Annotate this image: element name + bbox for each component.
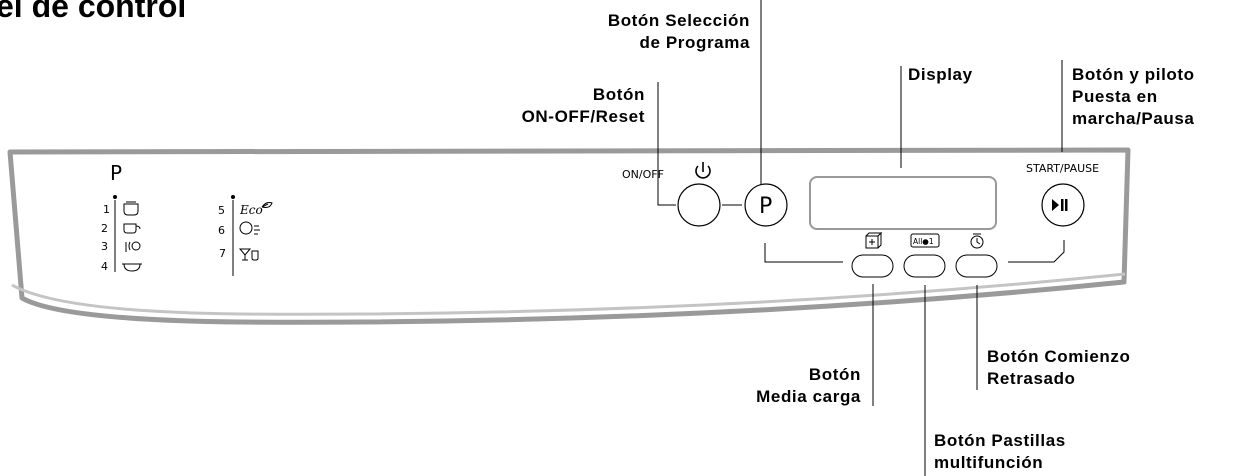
callout-line: Display [908,65,973,84]
program-button[interactable] [744,183,788,227]
multi-tablet-icon-text: All●1 [913,237,934,246]
half-load-button[interactable] [851,254,894,278]
callout-start-pause: Botón y piloto Puesta en marcha/Pausa [1072,64,1195,130]
leader-lines [657,0,1065,476]
multi-tablet-icon: All●1 [910,233,940,248]
program-number: 1 [103,203,110,216]
pot-icon [123,201,139,216]
onoff-label: ON/OFF [622,168,664,181]
display-window [809,176,997,230]
program-button-letter: P [759,194,772,219]
program-number: 5 [218,204,225,217]
cocktail-glass-icon [238,248,259,261]
play-pause-icon [1052,199,1068,211]
delay-clock-icon [970,233,984,249]
panel-inner-edge [11,272,1126,316]
program-led-right [231,195,235,199]
callout-display: Display [908,64,973,86]
program-icons-left [122,201,142,272]
callout-line: Botón y piloto [1072,65,1195,84]
callout-line: Botón [592,85,645,104]
program-number: 2 [101,222,108,235]
program-number: 4 [101,260,108,273]
bracket-right [1008,240,1065,263]
callout-line: ON-OFF/Reset [521,107,645,126]
start-pause-label: START/PAUSE [1026,162,1099,175]
callout-half-load: Botón Media carga [756,364,861,408]
program-letter: P [110,161,122,185]
callout-line: marcha/Pausa [1072,109,1195,128]
leader-onoff [657,82,676,206]
leaf-icon [261,202,273,208]
glass-plate-icon [125,241,141,252]
panel-heading: el de control [0,0,187,24]
program-icons-right [238,202,273,261]
power-icon [695,162,711,179]
callout-line: de Programa [639,33,750,52]
callout-line: Botón Pastillas [934,431,1066,450]
callout-delayed-start: Botón Comienzo Retrasado [987,346,1130,390]
bowl-icon [122,263,142,272]
bracket-left [764,243,843,263]
callout-line: Media carga [756,387,861,406]
clock-icon [239,221,260,235]
callout-onoff-button: Botón ON-OFF/Reset [522,84,645,128]
callout-line: Botón Comienzo [987,347,1131,366]
pot-small-icon [123,223,141,234]
program-number: 3 [101,240,108,253]
program-led-left [113,195,117,199]
callout-program-button: Botón Selección de Programa [608,10,750,54]
multi-tablet-button[interactable] [903,254,946,278]
onoff-button[interactable] [677,183,721,227]
callout-line: Botón Selección [607,11,750,30]
callout-multi-tablets: Botón Pastillas multifunción [934,430,1066,474]
callout-line: Puesta en [1072,87,1158,106]
panel-outline [7,147,1131,325]
delay-start-button[interactable] [955,254,998,278]
half-load-icon [865,231,883,249]
callout-line: Botón [808,365,861,384]
callout-line: multifunción [934,453,1044,472]
program-number: 6 [218,224,225,237]
program-number: 7 [219,247,226,260]
eco-label: Eco [239,203,263,217]
callout-line: Retrasado [987,369,1076,388]
